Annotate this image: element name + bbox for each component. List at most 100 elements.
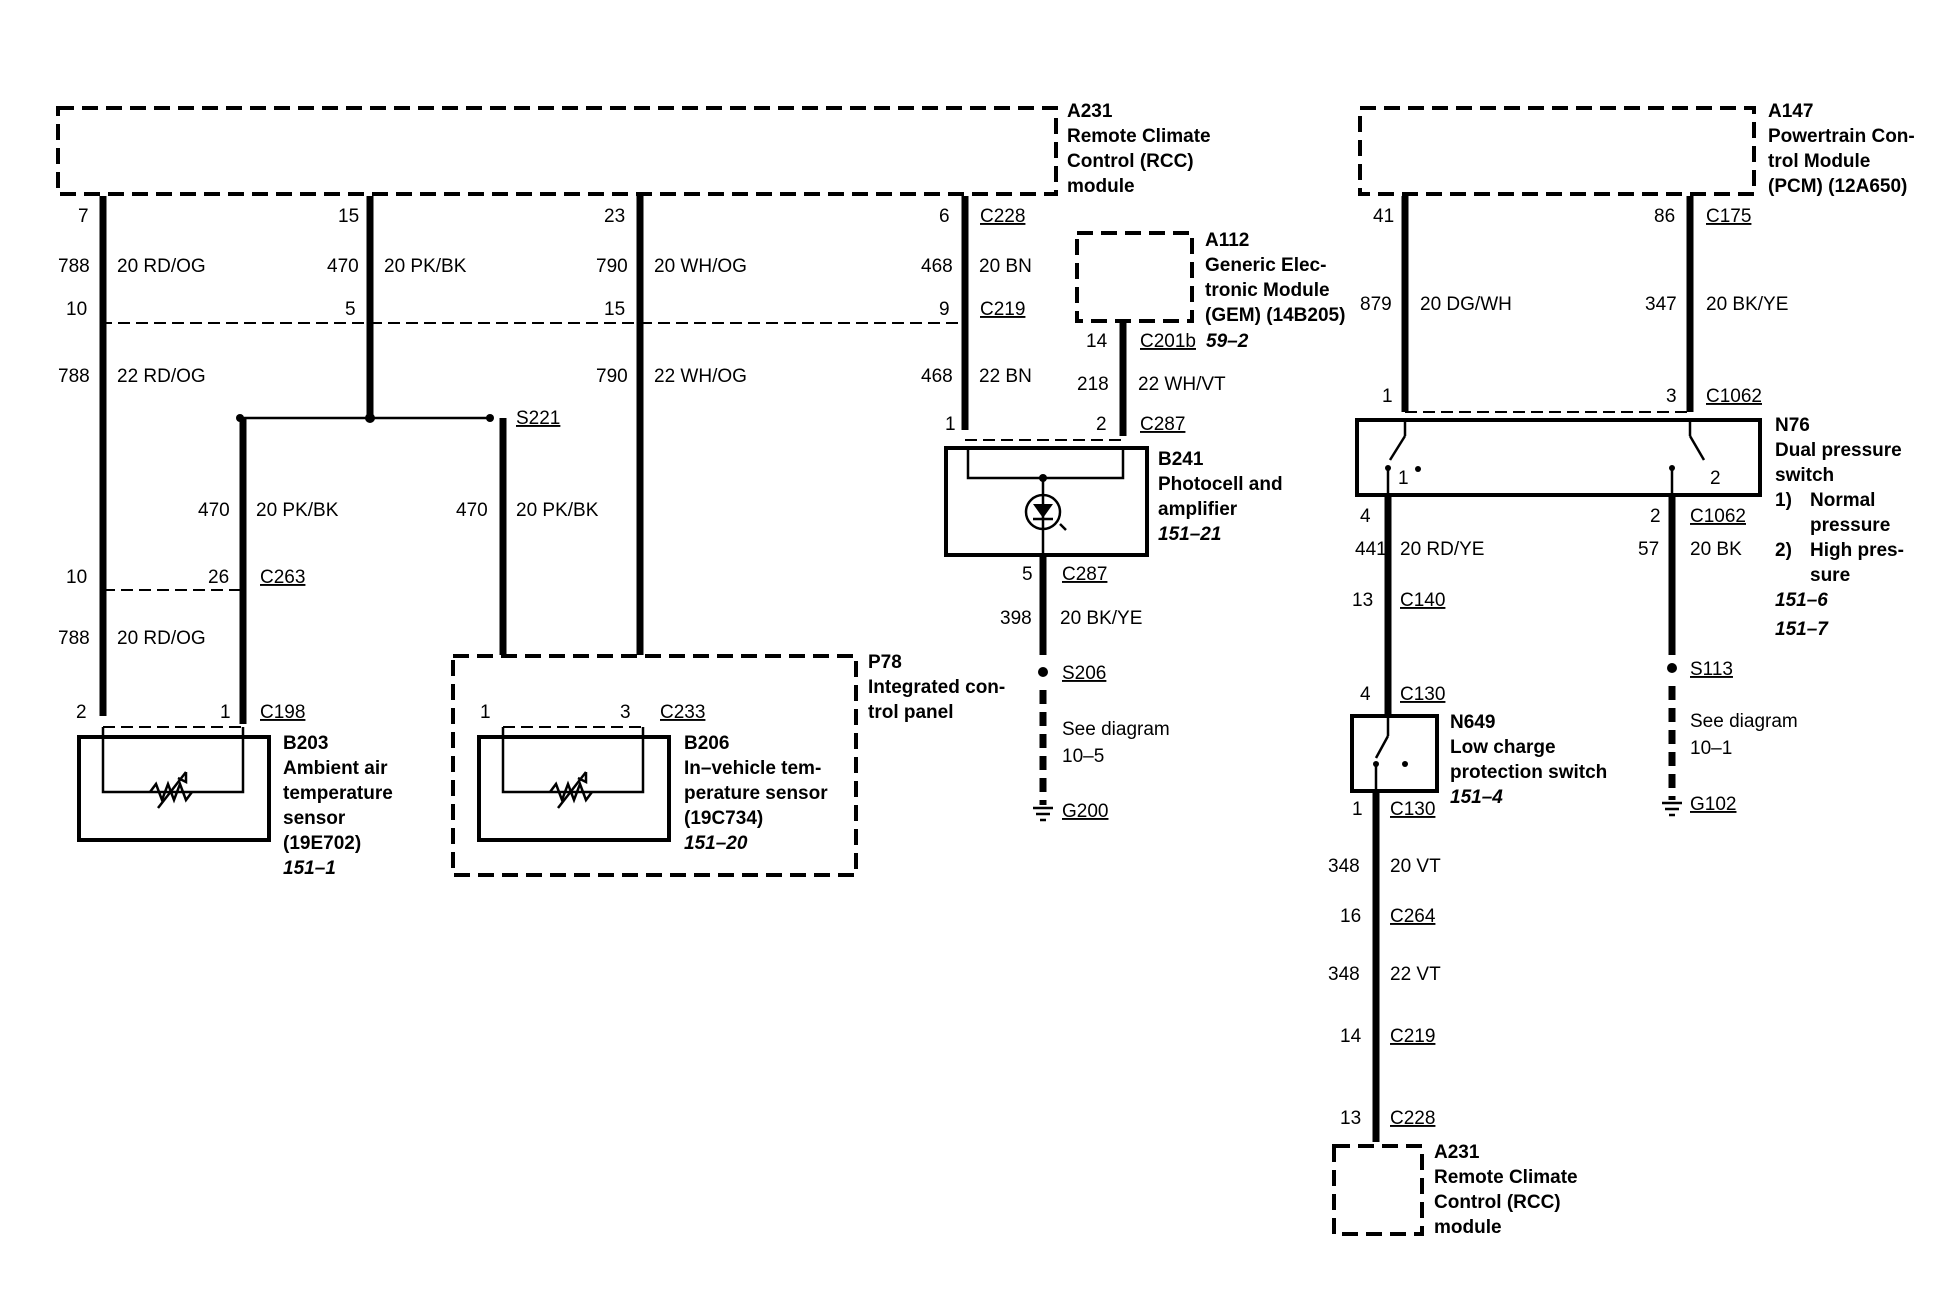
- wire-circuit: 57: [1638, 539, 1659, 560]
- wire-spec: 20 VT: [1390, 856, 1441, 877]
- b206-internal-wire: [501, 727, 645, 794]
- see-diagram-ref: 10–1: [1690, 738, 1732, 759]
- a231-top-module-box: [56, 106, 1058, 196]
- n76-opt1-num: 1): [1775, 490, 1792, 511]
- splice-dot: [1039, 474, 1047, 482]
- pin-label: 6: [939, 206, 950, 227]
- splice-s113-dot: [1667, 663, 1677, 673]
- pin-label: 2: [1650, 506, 1661, 527]
- connector-c1062-lower: C1062: [1690, 506, 1746, 527]
- splice-s206-dot: [1038, 667, 1048, 677]
- wire-spec: 20 RD/OG: [117, 256, 206, 277]
- connector-c228: C228: [980, 206, 1025, 227]
- pin-label: 4: [1360, 506, 1371, 527]
- b203-internal-wire: [101, 727, 245, 794]
- pin-label: 1: [1382, 386, 1393, 407]
- n76-opt1-line1: Normal: [1810, 490, 1875, 511]
- a112-line2: tronic Module: [1205, 280, 1330, 301]
- b203-sensor-box: [77, 735, 271, 842]
- wire-circuit: 468: [921, 256, 953, 277]
- connector-c219: C219: [980, 299, 1025, 320]
- a231-top-line3: module: [1067, 176, 1135, 197]
- connector-c233: C233: [660, 702, 705, 723]
- splice-s113: S113: [1690, 659, 1733, 680]
- b206-line1: In–vehicle tem-: [684, 758, 821, 779]
- a112-gem-box: [1075, 231, 1194, 323]
- thermistor-icon: [149, 771, 193, 809]
- a231-bottom-module-box: [1332, 1144, 1424, 1236]
- n649-switch-box: [1350, 714, 1439, 793]
- b206-id: B206: [684, 733, 729, 754]
- ground-g200: G200: [1062, 801, 1108, 822]
- a147-line3: (PCM) (12A650): [1768, 176, 1907, 197]
- wire-spec: 22 WH/VT: [1138, 374, 1226, 395]
- connector-c264: C264: [1390, 906, 1436, 927]
- wire-spec: 20 PK/BK: [256, 500, 339, 521]
- pin-label: 86: [1654, 206, 1675, 227]
- pin-label: 7: [78, 206, 89, 227]
- n76-opt2-line1: High pres-: [1810, 540, 1904, 561]
- a147-id: A147: [1768, 101, 1813, 122]
- b203-ref: 151–1: [283, 858, 336, 879]
- b241-internal-wire: [966, 448, 1125, 480]
- connector-c287: C287: [1140, 414, 1185, 435]
- a231-top-line2: Control (RCC): [1067, 151, 1194, 172]
- switch-icon: [1373, 716, 1408, 791]
- wire-circuit: 790: [596, 256, 628, 277]
- a231-bottom-id: A231: [1434, 1142, 1480, 1163]
- wire-spec: 20 PK/BK: [384, 256, 467, 277]
- p78-line2: trol panel: [868, 702, 954, 723]
- b206-ref: 151–20: [684, 833, 748, 854]
- ground-g102: G102: [1690, 794, 1736, 815]
- wire-circuit: 470: [456, 500, 488, 521]
- b241-ref: 151–21: [1158, 524, 1221, 545]
- connector-c287-lower: C287: [1062, 564, 1107, 585]
- pin-label: 14: [1340, 1026, 1362, 1047]
- n76-id: N76: [1775, 415, 1810, 436]
- pin-label: 5: [345, 299, 356, 320]
- pin-label: 1: [480, 702, 491, 723]
- pin-label: 5: [1022, 564, 1033, 585]
- a231-bottom-line3: module: [1434, 1217, 1502, 1238]
- splice-dot: [365, 413, 375, 423]
- photodiode-icon: [1024, 493, 1067, 531]
- n649-id: N649: [1450, 712, 1495, 733]
- wire-spec: 20 RD/OG: [117, 628, 206, 649]
- a231-bottom-line2: Control (RCC): [1434, 1192, 1561, 1213]
- connector-c1062: C1062: [1706, 386, 1762, 407]
- switch-pos-1: 1: [1398, 468, 1409, 489]
- wire-spec: 20 BK/YE: [1060, 608, 1142, 629]
- b203-line2: temperature: [283, 783, 393, 804]
- wire-circuit: 788: [58, 256, 90, 277]
- a231-bottom-line1: Remote Climate: [1434, 1167, 1578, 1188]
- n76-opt2-num: 2): [1775, 540, 1792, 561]
- n76-switch-box: [1355, 418, 1762, 497]
- pin-label: 1: [220, 702, 231, 723]
- thermistor-icon: [549, 771, 593, 809]
- connector-c228-lower: C228: [1390, 1108, 1435, 1129]
- wire-circuit: 470: [327, 256, 359, 277]
- pin-label: 3: [620, 702, 631, 723]
- a147-line1: Powertrain Con-: [1768, 126, 1915, 147]
- wire-circuit: 879: [1360, 294, 1392, 315]
- pin-label: 15: [604, 299, 625, 320]
- pin-label: 15: [338, 206, 359, 227]
- wire-spec: 20 WH/OG: [654, 256, 747, 277]
- pin-label: 10: [66, 299, 87, 320]
- b203-line4: (19E702): [283, 833, 361, 854]
- b241-line1: Photocell and: [1158, 474, 1283, 495]
- wire-spec: 20 BK/YE: [1706, 294, 1788, 315]
- a112-line3: (GEM) (14B205): [1205, 305, 1345, 326]
- b241-line2: amplifier: [1158, 499, 1238, 520]
- connector-c201b: C201b: [1140, 331, 1196, 352]
- a112-ref: 59–2: [1206, 331, 1249, 352]
- pin-label: 16: [1340, 906, 1361, 927]
- n76-line1: Dual pressure: [1775, 440, 1902, 461]
- see-diagram-ref: 10–5: [1062, 746, 1104, 767]
- n76-opt1-line2: pressure: [1810, 515, 1890, 536]
- b241-id: B241: [1158, 449, 1204, 470]
- pin-label: 1: [1352, 799, 1363, 820]
- b203-id: B203: [283, 733, 328, 754]
- b203-line3: sensor: [283, 808, 346, 829]
- n76-ref1: 151–6: [1775, 590, 1828, 611]
